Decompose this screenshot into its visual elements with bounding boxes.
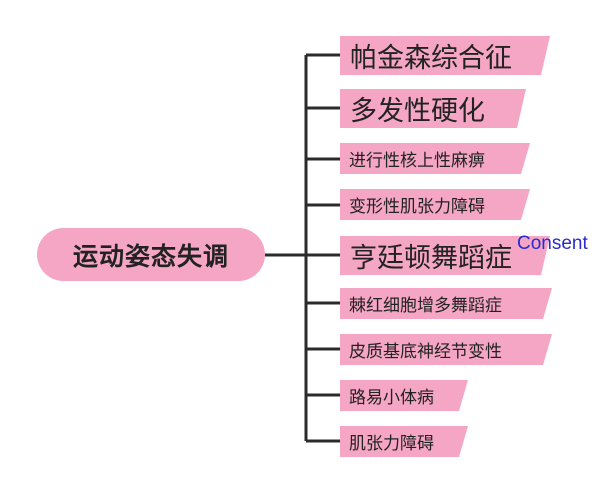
root-node: 运动姿态失调 (37, 228, 265, 281)
branch-node: 肌张力障碍 (340, 426, 468, 457)
branch-label: 棘红细胞增多舞蹈症 (349, 296, 502, 316)
branch-node: 进行性核上性麻痹 (340, 143, 530, 174)
branch-label: 肌张力障碍 (349, 434, 434, 454)
branch-node: 亨廷顿舞蹈症 (340, 236, 550, 275)
consent-label: Consent (517, 233, 588, 254)
branch-node: 帕金森综合征 (340, 36, 550, 75)
branch-label: 进行性核上性麻痹 (349, 151, 485, 171)
branch-node: 变形性肌张力障碍 (340, 189, 530, 220)
consent-link[interactable]: Consent (517, 233, 588, 255)
branch-label: 多发性硬化 (350, 96, 485, 127)
branch-node: 路易小体病 (340, 380, 468, 411)
branch-node: 棘红细胞增多舞蹈症 (340, 288, 552, 319)
branch-label: 亨廷顿舞蹈症 (350, 243, 512, 274)
branch-label: 变形性肌张力障碍 (349, 197, 485, 217)
branch-label: 帕金森综合征 (350, 43, 512, 74)
root-label: 运动姿态失调 (72, 241, 229, 271)
branch-node: 多发性硬化 (340, 89, 526, 128)
branch-label: 皮质基底神经节变性 (349, 342, 502, 362)
branch-label: 路易小体病 (349, 388, 434, 408)
branch-node: 皮质基底神经节变性 (340, 334, 552, 365)
